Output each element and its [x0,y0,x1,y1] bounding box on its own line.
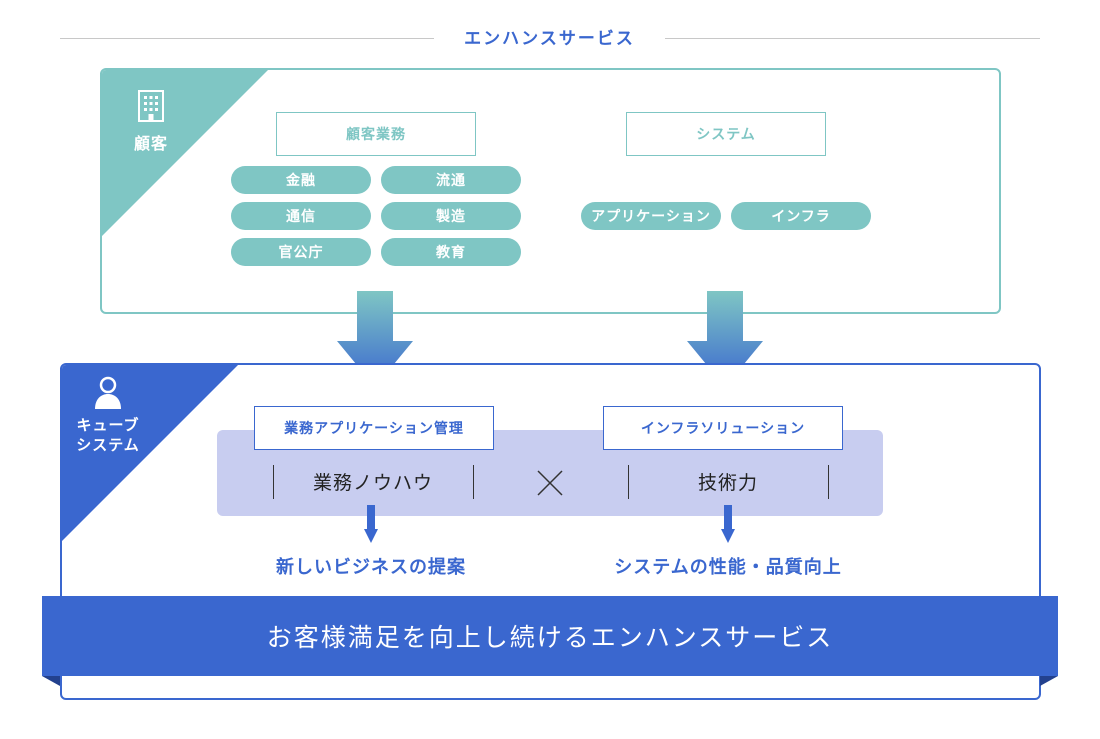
banner-fold-right [1040,676,1058,686]
business-pill-distribution: 流通 [381,166,521,194]
customer-system-box: システム [626,112,826,156]
knowhow-text: 業務ノウハウ [312,472,433,494]
customer-business-box: 顧客業務 [276,112,476,156]
divider-bar [273,465,274,499]
skill-text: 技術力 [697,472,758,494]
building-icon [138,90,164,122]
business-pill-manufacturing: 製造 [381,202,521,230]
diagram-title-row: エンハンスサービス [0,22,1100,52]
summary-banner: お客様満足を向上し続けるエンハンスサービス [42,596,1058,688]
system-pill-infrastructure: インフラ [731,202,871,230]
cross-icon [537,470,563,496]
system-pill-application: アプリケーション [581,202,721,230]
divider-bar [628,465,629,499]
person-icon [95,376,121,409]
banner-fold-left [42,676,60,686]
business-pill-government: 官公庁 [231,238,371,266]
business-pill-finance: 金融 [231,166,371,194]
result-new-business: 新しいビジネスの提案 [276,557,466,578]
divider-bar [828,465,829,499]
cube-label: キューブ システム [66,415,150,455]
cube-label-line1: キューブ [76,416,140,434]
result-performance: システムの性能・品質向上 [614,557,842,578]
divider-bar [473,465,474,499]
customer-label: 顧客 [133,134,168,153]
infra-solution-box: インフラソリューション [603,406,843,450]
business-pill-telecom: 通信 [231,202,371,230]
down-arrow-left [364,505,378,543]
banner-text: お客様満足を向上し続けるエンハンスサービス [42,596,1058,676]
cube-label-line2: システム [76,436,140,454]
diagram-title: エンハンスサービス [464,29,635,49]
app-management-box: 業務アプリケーション管理 [254,406,494,450]
title-divider-left [60,38,434,39]
down-arrow-right [721,505,735,543]
business-pill-education: 教育 [381,238,521,266]
title-divider-right [665,38,1040,39]
customer-section: 顧客 顧客業務 システム 金融 流通 通信 製造 官公庁 教育 アプリケーション… [100,68,1001,314]
